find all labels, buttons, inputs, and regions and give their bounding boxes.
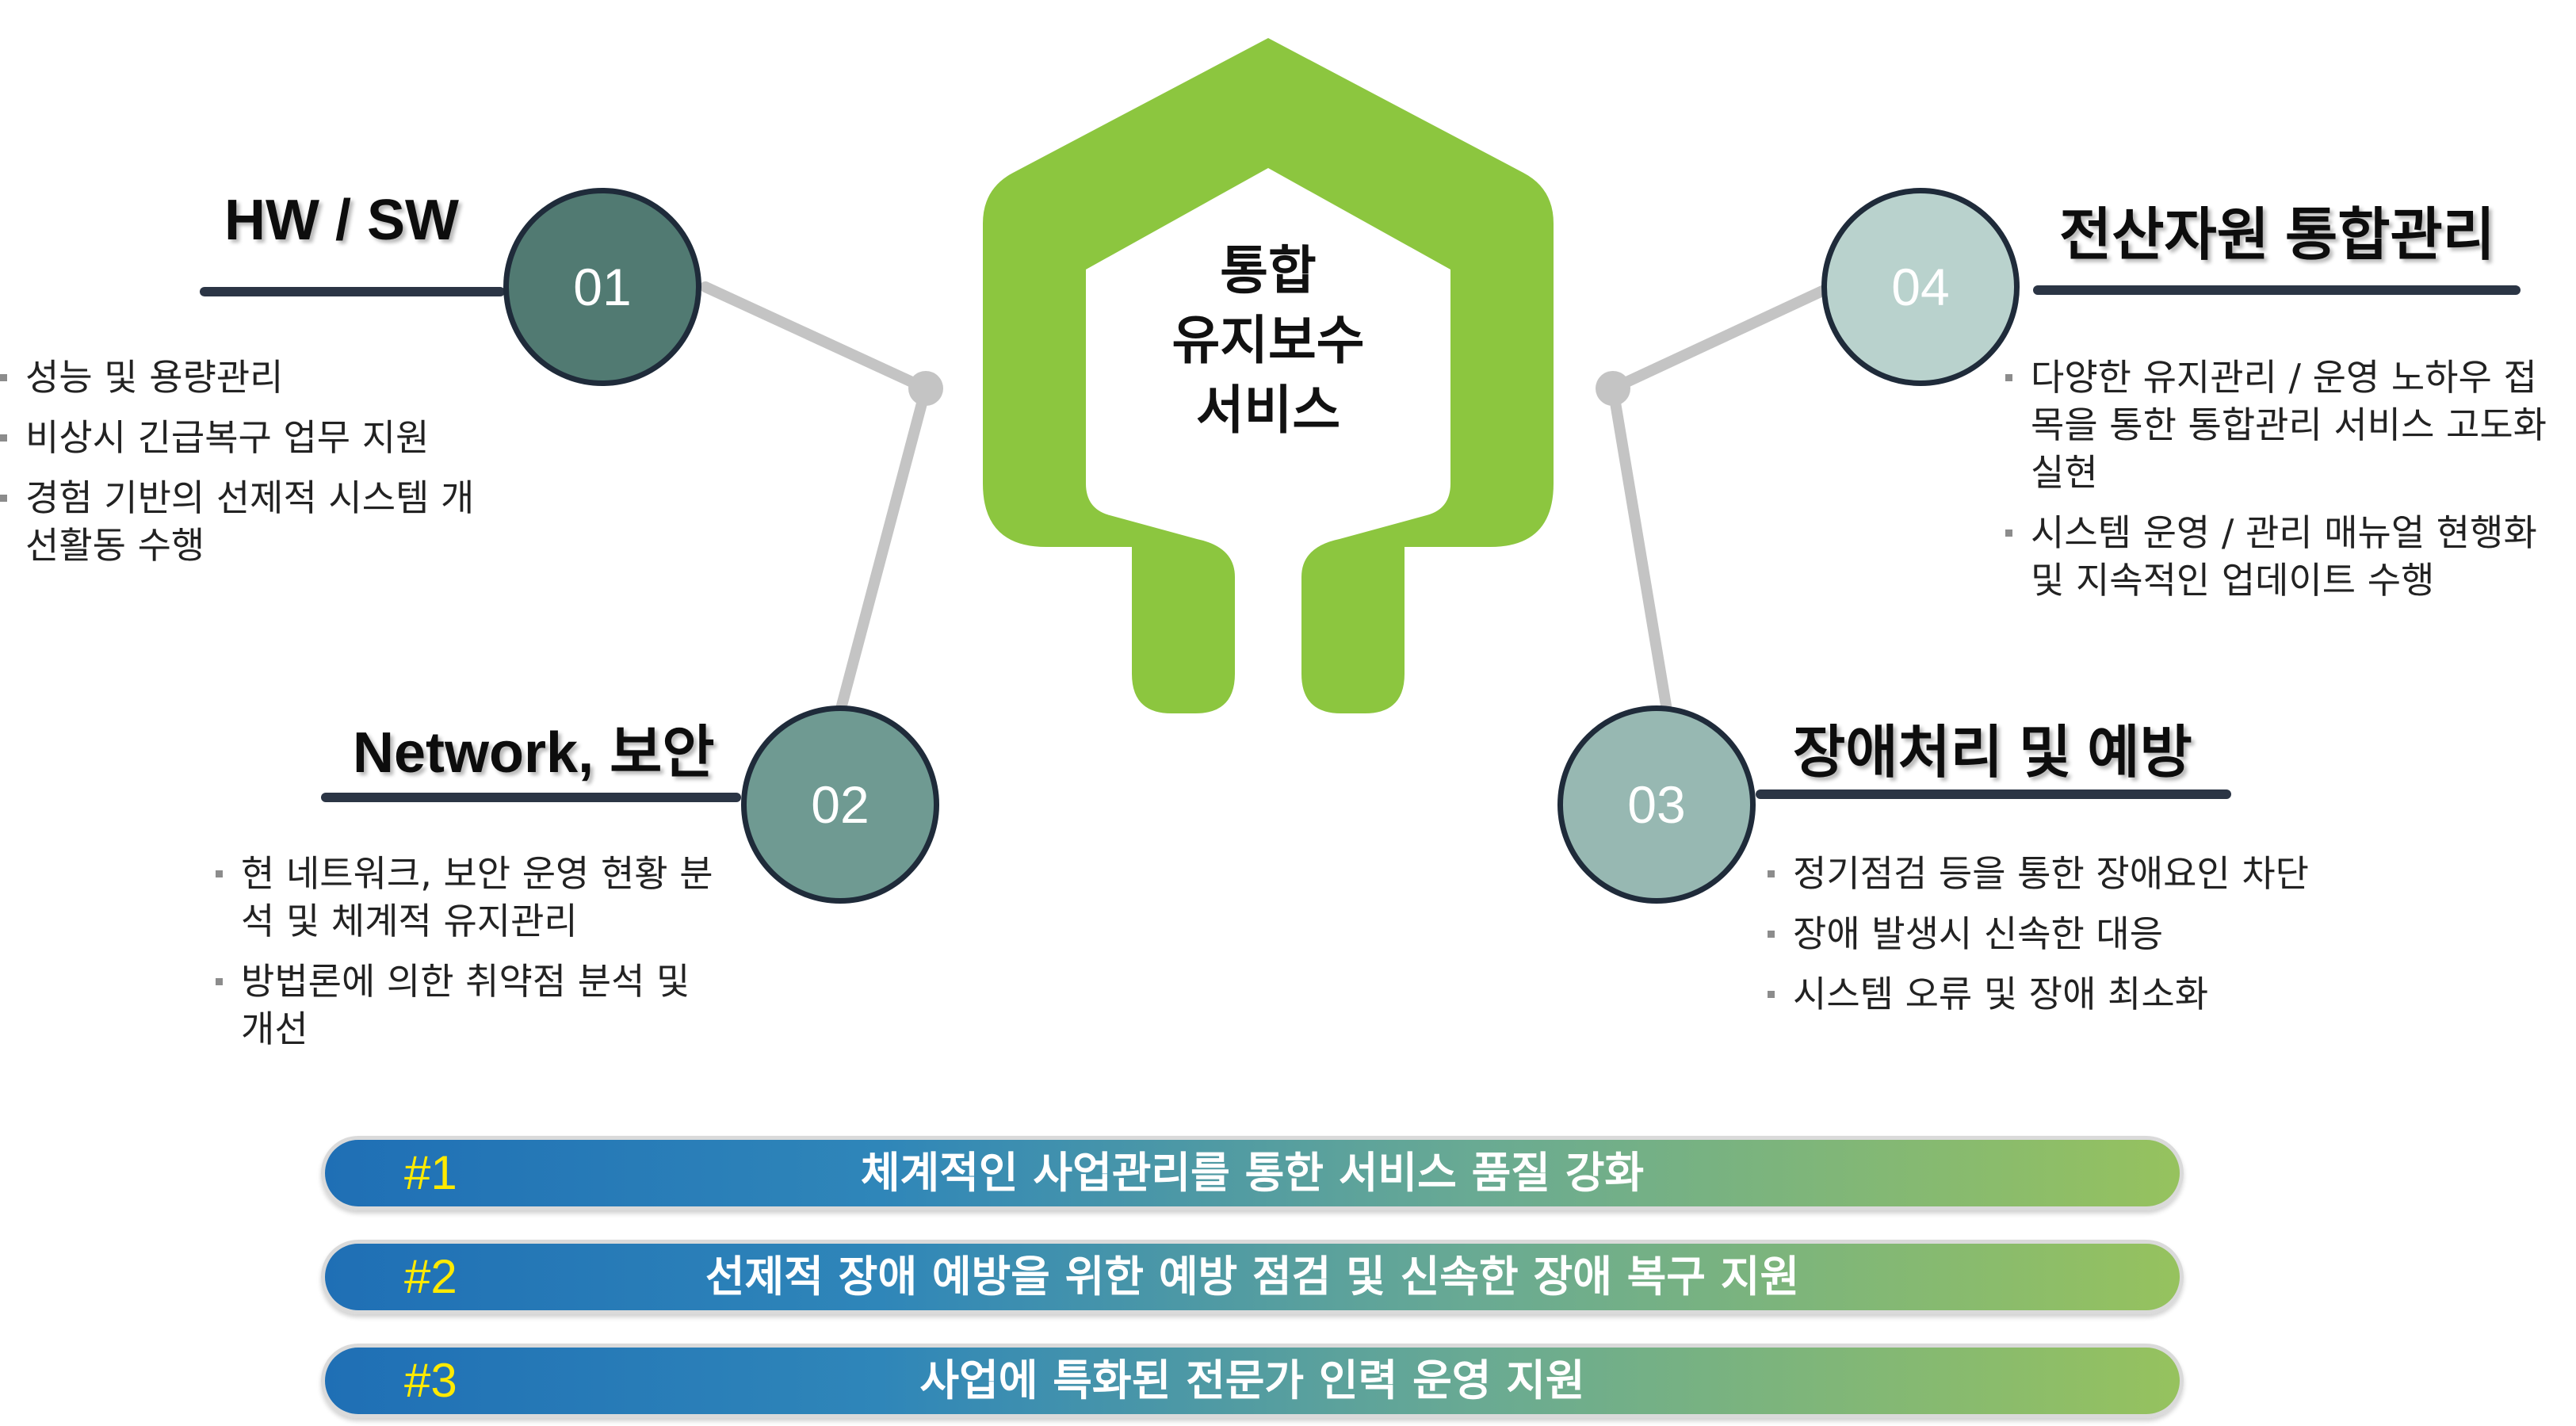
item-02-title: Network, 보안 — [353, 721, 715, 785]
item-03-bullet: 장애 발생시 신속한 대응 — [1768, 910, 2481, 958]
item-02-bullet: 방법론에 의한 취약점 분석 및 개선 — [216, 958, 723, 1053]
item-01-bullet: 경험 기반의 선제적 시스템 개선활동 수행 — [0, 474, 476, 569]
connector-node-right — [1596, 371, 1630, 406]
item-04-bullets: 다양한 유지관리 / 운영 노하우 접목을 통한 통합관리 서비스 고도화 실현… — [2005, 354, 2568, 617]
item-03-bullet: 정기점검 등을 통한 장애요인 차단 — [1768, 850, 2481, 897]
item-03-rule — [1756, 789, 2231, 799]
item-02-rule — [321, 793, 741, 802]
summary-bar-tag: #1 — [404, 1146, 457, 1199]
center-label: 통합 유지보수 서비스 — [1110, 236, 1427, 445]
item-04-number-circle: 04 — [1821, 188, 2020, 386]
item-03-title: 장애처리 및 예방 — [1793, 721, 2192, 785]
item-01-bullet: 성능 및 용량관리 — [0, 354, 476, 401]
summary-bar-text: 선제적 장애 예방을 위한 예방 점검 및 신속한 장애 복구 지원 — [705, 1252, 1800, 1302]
item-01-bullets: 성능 및 용량관리 비상시 긴급복구 업무 지원 경험 기반의 선제적 시스템 … — [0, 354, 476, 582]
item-04-bullet: 다양한 유지관리 / 운영 노하우 접목을 통한 통합관리 서비스 고도화 실현 — [2005, 354, 2568, 496]
summary-bar-1: #1 체계적인 사업관리를 통한 서비스 품질 강화 — [321, 1136, 2184, 1210]
item-03-bullets: 정기점검 등을 통한 장애요인 차단 장애 발생시 신속한 대응 시스템 오류 … — [1768, 850, 2481, 1030]
hexagon-logo-shape — [983, 38, 1554, 713]
summary-bar-text: 사업에 특화된 전문가 인력 운영 지원 — [919, 1355, 1585, 1405]
item-02-number-circle: 02 — [741, 705, 939, 904]
item-02-bullet: 현 네트워크, 보안 운영 현황 분석 및 체계적 유지관리 — [216, 850, 723, 945]
item-04-bullet: 시스템 운영 / 관리 매뉴얼 현행화 및 지속적인 업데이트 수행 — [2005, 509, 2568, 604]
summary-bar-3: #3 사업에 특화된 전문가 인력 운영 지원 — [321, 1344, 2184, 1418]
connector-node-left — [908, 371, 943, 406]
item-01-rule — [200, 287, 505, 296]
summary-bar-text: 체계적인 사업관리를 통한 서비스 품질 강화 — [860, 1148, 1645, 1198]
summary-bar-2: #2 선제적 장애 예방을 위한 예방 점검 및 신속한 장애 복구 지원 — [321, 1240, 2184, 1314]
item-02-bullets: 현 네트워크, 보안 운영 현황 분석 및 체계적 유지관리 방법론에 의한 취… — [216, 850, 723, 1065]
item-03-bullet: 시스템 오류 및 장애 최소화 — [1768, 970, 2481, 1018]
item-04-title: 전산자원 통합관리 — [2059, 204, 2495, 267]
item-04-rule — [2033, 285, 2521, 295]
item-03-number-circle: 03 — [1557, 705, 1756, 904]
center-line-3: 서비스 — [1195, 380, 1341, 441]
item-01-title: HW / SW — [224, 189, 459, 252]
summary-bar-tag: #2 — [404, 1250, 457, 1303]
center-line-2: 유지보수 — [1171, 310, 1365, 371]
item-01-number-circle: 01 — [503, 188, 701, 386]
center-line-1: 통합 — [1220, 240, 1317, 301]
summary-bar-tag: #3 — [404, 1354, 457, 1407]
item-01-bullet: 비상시 긴급복구 업무 지원 — [0, 414, 476, 461]
connector-lines — [700, 281, 1836, 711]
